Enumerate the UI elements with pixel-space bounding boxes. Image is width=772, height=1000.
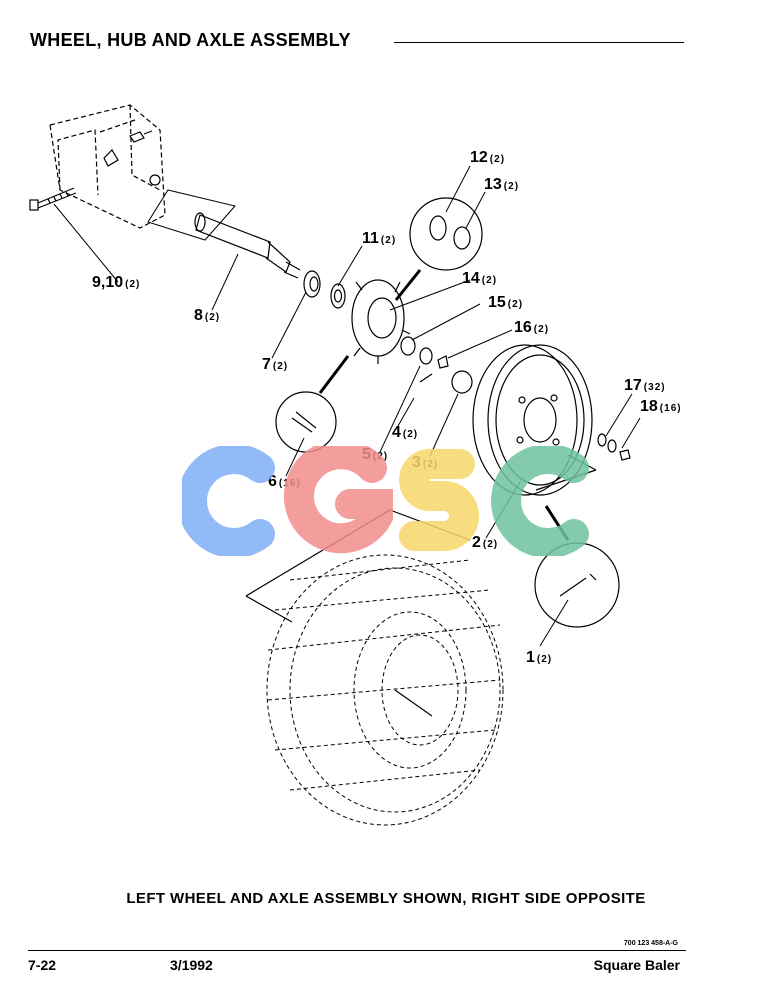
outer-bearing — [303, 270, 321, 298]
cgsc-watermark-logo — [182, 446, 589, 556]
callout-4: 4(2) — [392, 424, 419, 441]
dust-cap — [451, 370, 473, 394]
page-title: WHEEL, HUB AND AXLE ASSEMBLY — [30, 30, 351, 50]
callout-7: 7(2) — [262, 356, 289, 373]
product-name: Square Baler — [593, 957, 680, 973]
callout-17: 17(32) — [624, 377, 666, 394]
nut — [129, 131, 145, 143]
callout-1: 1(2) — [526, 649, 553, 666]
inner-bearing — [330, 283, 346, 309]
footer-rule — [28, 950, 686, 951]
frame-bracket — [49, 104, 166, 229]
wheel-rim — [472, 344, 593, 496]
axle-bolt — [29, 187, 77, 211]
callout-14: 14(2) — [462, 270, 498, 287]
callout-13: 13(2) — [484, 176, 520, 193]
figure-caption: LEFT WHEEL AND AXLE ASSEMBLY SHOWN, RIGH… — [126, 890, 646, 907]
title-rule — [394, 42, 684, 43]
drawing-code: 700 123 458-A-G — [623, 940, 678, 947]
tire — [266, 554, 504, 826]
revision-date: 3/1992 — [170, 957, 213, 973]
callout-8: 8(2) — [194, 307, 221, 324]
axle-spindle — [194, 212, 301, 279]
castle-nut — [437, 355, 449, 369]
frame-plate — [147, 189, 236, 241]
frame-hole — [149, 174, 161, 186]
grease-seal — [400, 336, 416, 356]
detail-circle-stud — [275, 391, 337, 453]
callout-16: 16(2) — [514, 319, 550, 336]
washer — [419, 347, 433, 365]
callout-12: 12(2) — [470, 149, 506, 166]
callout-9-10: 9,10(2) — [92, 274, 141, 291]
callout-18: 18(16) — [640, 398, 682, 415]
callout-15: 15(2) — [488, 294, 524, 311]
callout-2: 2(2) — [472, 534, 499, 551]
callout-11: 11(2) — [362, 230, 397, 247]
detail-circle-races — [409, 197, 483, 271]
lug-nut — [619, 449, 631, 461]
axle-centerline — [394, 689, 433, 717]
wheel-hub — [351, 279, 411, 364]
page-number: 7-22 — [28, 957, 57, 973]
lug-washer — [597, 433, 607, 447]
cotter-pin — [419, 373, 433, 383]
